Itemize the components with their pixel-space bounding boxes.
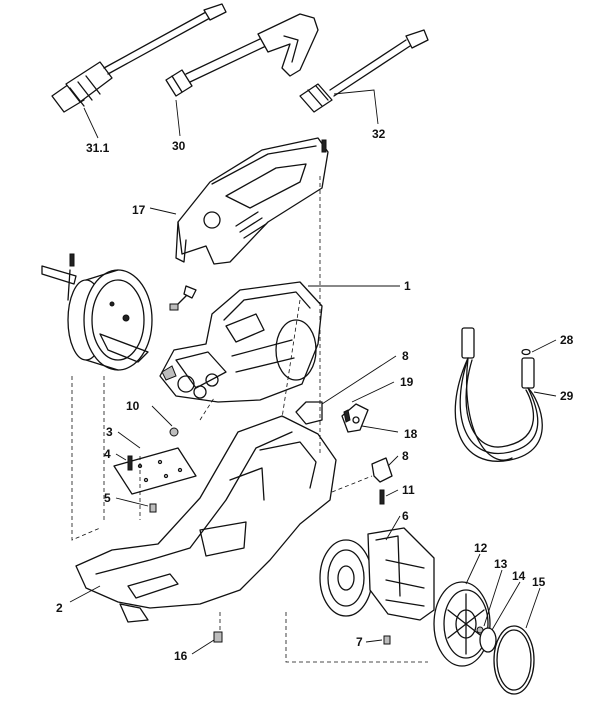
hose-29 bbox=[454, 327, 543, 462]
clip-8-lower bbox=[371, 457, 393, 483]
nut-10 bbox=[169, 427, 179, 437]
callout-6: 6 bbox=[402, 509, 409, 523]
alignment-lines bbox=[71, 176, 428, 663]
callout-30: 30 bbox=[172, 139, 186, 153]
callout-28: 28 bbox=[560, 333, 574, 347]
callout-32: 32 bbox=[372, 127, 386, 141]
callout-29: 29 bbox=[560, 389, 574, 403]
o-ring-28 bbox=[521, 348, 531, 356]
plate-3 bbox=[113, 447, 197, 495]
callout-3: 3 bbox=[106, 425, 113, 439]
callout-7: 7 bbox=[356, 635, 363, 649]
cap-14 bbox=[479, 627, 497, 653]
hose-connector bbox=[169, 285, 197, 311]
callout-labels: 31.1 30 32 17 1 8 19 10 18 3 4 8 5 11 6 … bbox=[56, 127, 574, 663]
callout-18: 18 bbox=[404, 427, 418, 441]
spray-gun-30 bbox=[165, 13, 319, 97]
hubcap-15 bbox=[493, 625, 535, 695]
callout-5: 5 bbox=[104, 491, 111, 505]
motor-pump-1 bbox=[159, 281, 323, 403]
callout-17: 17 bbox=[132, 203, 146, 217]
callout-19: 19 bbox=[400, 375, 414, 389]
lance-32 bbox=[299, 29, 429, 113]
top-cover-17 bbox=[175, 137, 329, 265]
clip-8-upper bbox=[295, 401, 323, 425]
screw-11 bbox=[379, 489, 385, 505]
callout-12: 12 bbox=[474, 541, 488, 555]
callout-8-lower: 8 bbox=[402, 449, 409, 463]
axle-bracket-6 bbox=[319, 527, 435, 645]
frame-base-2 bbox=[75, 415, 337, 643]
callout-13: 13 bbox=[494, 557, 508, 571]
lance-31-1 bbox=[51, 3, 227, 113]
callout-2: 2 bbox=[56, 601, 63, 615]
callout-1: 1 bbox=[404, 279, 411, 293]
callout-4: 4 bbox=[104, 447, 111, 461]
callout-10: 10 bbox=[126, 399, 140, 413]
leader-lines bbox=[69, 89, 557, 655]
callout-14: 14 bbox=[512, 569, 526, 583]
callout-16: 16 bbox=[174, 649, 188, 663]
callout-8-upper: 8 bbox=[402, 349, 409, 363]
callout-15: 15 bbox=[532, 575, 546, 589]
hose-reel bbox=[41, 253, 153, 371]
callout-11: 11 bbox=[402, 483, 415, 497]
callout-31-1: 31.1 bbox=[86, 141, 110, 155]
screw-4 bbox=[127, 455, 133, 471]
hook-18 bbox=[341, 403, 369, 433]
screw-5 bbox=[149, 503, 157, 513]
wheel-12 bbox=[433, 581, 491, 667]
